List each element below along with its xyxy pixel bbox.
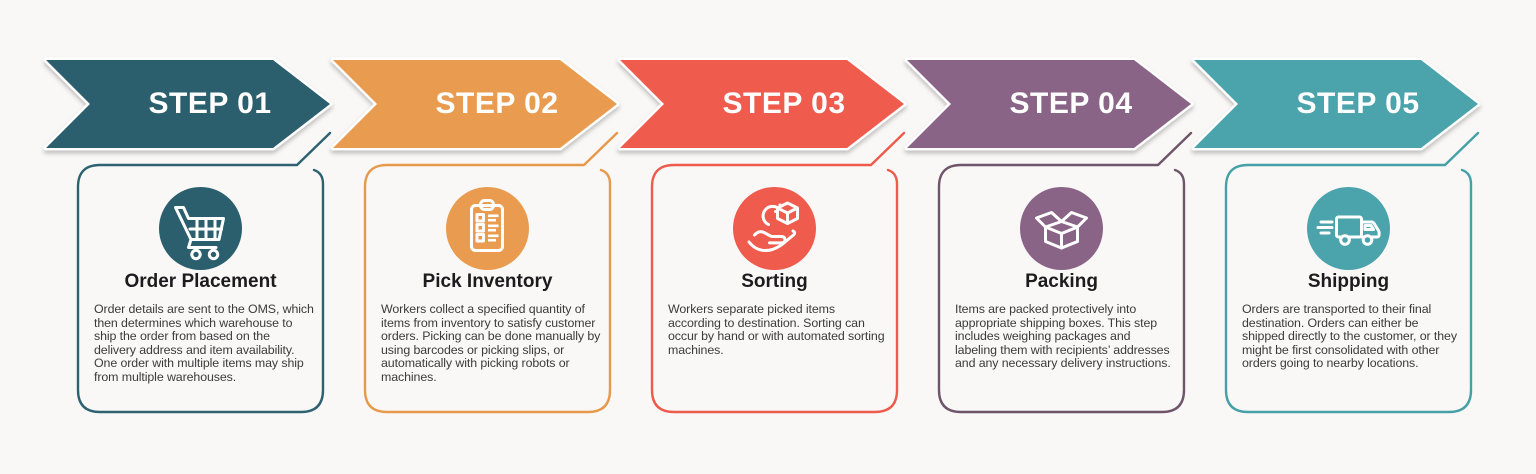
hand-box-sorting-icon [733,187,816,270]
card-title: Order Placement [124,271,277,292]
step-column-packing: STEP 04 Packing Items are packed protect… [904,0,1194,474]
step-banner-label: STEP 01 [148,87,272,120]
step-banner-arrow [43,57,333,151]
step-banner-label: STEP 03 [722,87,846,120]
delivery-truck-icon [1307,187,1390,270]
card-description: Workers separate picked items according … [668,302,885,357]
card-outline [1224,131,1480,414]
card-title: Pick Inventory [422,271,553,292]
step-banner-label: STEP 05 [1296,87,1420,120]
card-description: Workers collect a specified quantity of … [381,302,601,384]
card-description: Orders are transported to their final de… [1242,302,1457,370]
step-banner-arrow [1191,57,1481,151]
card-title: Packing [1025,271,1098,292]
step-column-sorting: STEP 03 Sorting Workers separate picked … [617,0,907,474]
step-banner-label: STEP 04 [1009,87,1133,120]
clipboard-checklist-icon [446,187,529,270]
card-title: Shipping [1307,271,1390,292]
open-box-icon [1020,187,1103,270]
card-description: Items are packed protectively into appro… [955,302,1171,370]
step-column-order-placement: STEP 01 Order Placement Order details ar… [43,0,333,474]
card-title: Sorting [741,271,808,292]
step-column-pick-inventory: STEP 02 Pick Inventory Workers collect a… [330,0,620,474]
shopping-cart-icon [159,187,242,270]
card-outline [363,131,619,414]
step-banner-arrow [904,57,1194,151]
card-outline [76,131,332,414]
step-banner-label: STEP 02 [435,87,559,120]
card-outline [937,131,1193,414]
step-banner-arrow [330,57,620,151]
step-column-shipping: STEP 05 Shipping Orders are transported … [1191,0,1481,474]
card-outline [650,131,906,414]
step-banner-arrow [617,57,907,151]
card-description: Order details are sent to the OMS, which… [94,302,314,384]
